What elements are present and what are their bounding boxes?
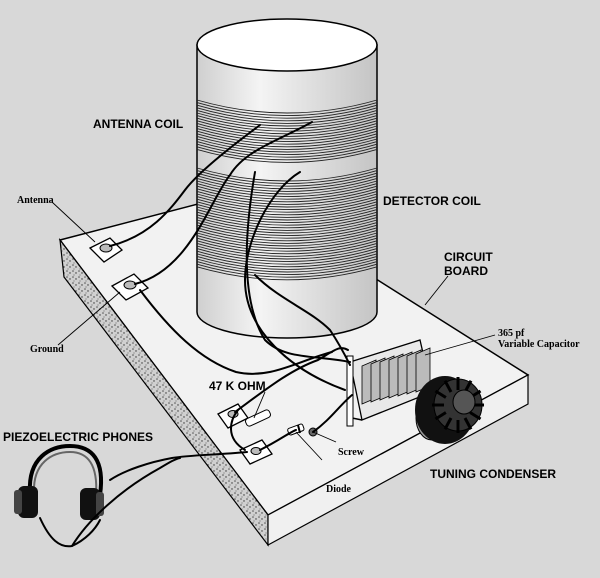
label-tuning-condenser: TUNING CONDENSER	[430, 467, 556, 481]
label-resistor: 47 K OHM	[209, 379, 266, 393]
resistor	[245, 409, 271, 427]
label-capacitor-name: Variable Capacitor	[498, 339, 580, 350]
label-diode: Diode	[326, 484, 352, 495]
label-piezo-phones: PIEZOELECTRIC PHONES	[3, 430, 153, 444]
label-circuit-board-line2: BOARD	[444, 264, 488, 278]
label-screw: Screw	[338, 447, 365, 458]
ground-clip	[110, 273, 150, 301]
phones-clip	[239, 439, 273, 465]
detector-coil-windings	[196, 167, 378, 281]
label-detector-coil: DETECTOR COIL	[383, 194, 481, 208]
label-ground: Ground	[30, 344, 64, 355]
label-antenna: Antenna	[17, 195, 54, 206]
label-capacitor-value: 365 pf	[498, 328, 525, 339]
piezoelectric-headphones	[14, 443, 181, 548]
leader-lines	[51, 201, 496, 461]
tuning-knob	[415, 376, 484, 444]
variable-capacitor	[346, 339, 433, 427]
coil-form	[196, 18, 378, 339]
wiring	[109, 121, 353, 481]
label-antenna-coil: ANTENNA COIL	[93, 117, 183, 131]
antenna-coil-windings	[196, 99, 378, 163]
label-circuit-board-line1: CIRCUIT	[444, 250, 493, 264]
